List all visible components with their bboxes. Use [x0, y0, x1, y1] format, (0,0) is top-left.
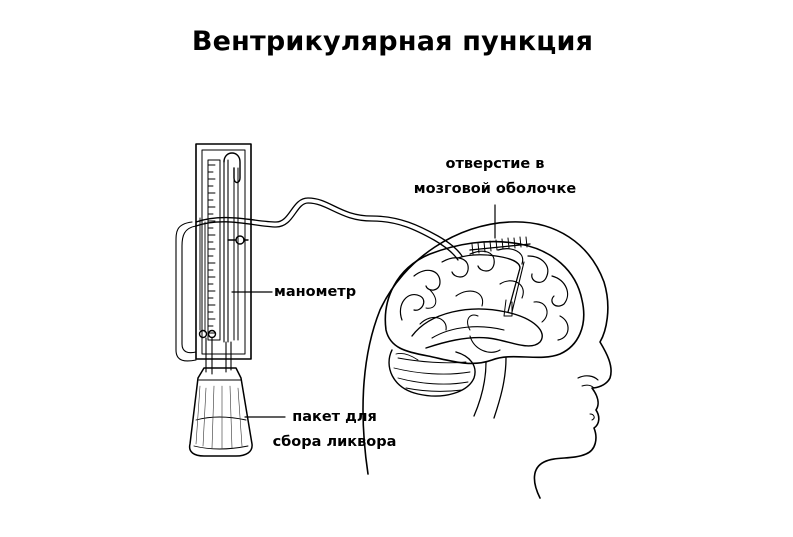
- manometer-device: [175, 143, 252, 375]
- label-manometer: манометр: [274, 284, 357, 300]
- label-bag-line1: пакет для: [292, 409, 377, 425]
- ventricular-catheter: [457, 254, 521, 313]
- drainage-tube: [195, 197, 463, 261]
- label-dura-opening: отверстие в мозговой оболочке: [400, 152, 590, 202]
- manometer-board: [195, 143, 252, 360]
- csf-collection-bag: [188, 367, 253, 457]
- brainstem: [473, 357, 507, 419]
- cerebellum: [388, 349, 476, 397]
- label-dura-opening-line2: мозговой оболочке: [413, 181, 577, 197]
- brain-outline: [384, 240, 585, 365]
- label-collection-bag: пакет для сбора ликвора: [262, 405, 407, 455]
- diagram-title: Вентрикулярная пункция: [191, 26, 594, 57]
- manometer-scale: [207, 159, 221, 341]
- dura-opening: [469, 236, 531, 255]
- label-dura-opening-line1: отверстие в: [445, 156, 545, 172]
- head-and-brain: [362, 221, 612, 499]
- lateral-ventricle: [411, 308, 543, 349]
- stopcock-valve: [235, 235, 245, 245]
- label-bag-line2: сбора ликвора: [272, 434, 397, 450]
- head-outline: [362, 221, 612, 499]
